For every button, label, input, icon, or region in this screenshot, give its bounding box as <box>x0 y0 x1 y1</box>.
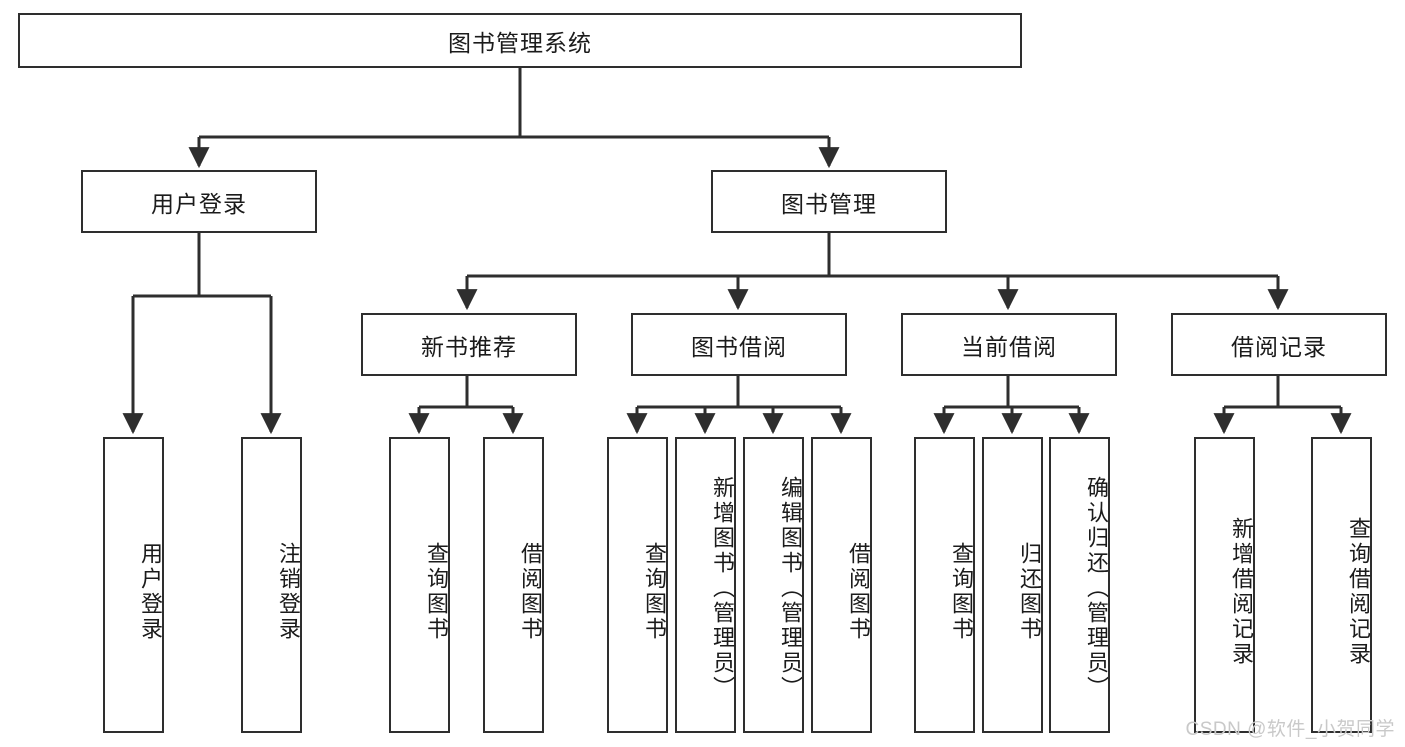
node-leaf-current-borrow-return[interactable]: 归还图书 <box>982 437 1043 733</box>
node-label: 注销登录 <box>276 542 301 642</box>
node-leaf-book-borrow-query[interactable]: 查询图书 <box>607 437 668 733</box>
node-leaf-new-book-borrow[interactable]: 借阅图书 <box>483 437 544 733</box>
node-label: 查询图书 <box>949 542 974 642</box>
node-label: 用户登录 <box>151 190 247 217</box>
node-book-management[interactable]: 图书管理 <box>711 170 947 233</box>
node-leaf-user-login-logout[interactable]: 注销登录 <box>241 437 302 733</box>
node-leaf-current-borrow-query[interactable]: 查询图书 <box>914 437 975 733</box>
node-label: 新增图书（管理员） <box>710 475 735 701</box>
node-user-login[interactable]: 用户登录 <box>81 170 317 233</box>
node-label: 图书管理系统 <box>448 29 592 56</box>
node-leaf-book-borrow-add[interactable]: 新增图书（管理员） <box>675 437 736 733</box>
node-label: 当前借阅 <box>961 333 1057 360</box>
node-label: 编辑图书（管理员） <box>778 475 803 701</box>
node-leaf-current-borrow-confirm[interactable]: 确认归还（管理员） <box>1049 437 1110 733</box>
node-label: 确认归还（管理员） <box>1084 475 1109 701</box>
node-label: 查询借阅记录 <box>1346 517 1371 667</box>
node-leaf-book-borrow-borrow[interactable]: 借阅图书 <box>811 437 872 733</box>
node-label: 借阅记录 <box>1231 333 1327 360</box>
node-label: 用户登录 <box>138 542 163 642</box>
node-label: 新书推荐 <box>421 333 517 360</box>
node-leaf-book-borrow-edit[interactable]: 编辑图书（管理员） <box>743 437 804 733</box>
node-label: 图书管理 <box>781 190 877 217</box>
node-label: 新增借阅记录 <box>1229 517 1254 667</box>
node-label: 借阅图书 <box>518 542 543 642</box>
node-current-borrow[interactable]: 当前借阅 <box>901 313 1117 376</box>
node-label: 归还图书 <box>1017 542 1042 642</box>
node-label: 借阅图书 <box>846 542 871 642</box>
node-new-book-recommend[interactable]: 新书推荐 <box>361 313 577 376</box>
node-label: 查询图书 <box>642 542 667 642</box>
node-leaf-new-book-query[interactable]: 查询图书 <box>389 437 450 733</box>
node-label: 图书借阅 <box>691 333 787 360</box>
watermark: CSDN @软件_小贺同学 <box>1185 719 1395 740</box>
node-leaf-borrow-record-query[interactable]: 查询借阅记录 <box>1311 437 1372 733</box>
node-book-borrow[interactable]: 图书借阅 <box>631 313 847 376</box>
node-leaf-borrow-record-add[interactable]: 新增借阅记录 <box>1194 437 1255 733</box>
node-borrow-record[interactable]: 借阅记录 <box>1171 313 1387 376</box>
node-root-book-management-system[interactable]: 图书管理系统 <box>18 13 1022 68</box>
node-label: 查询图书 <box>424 542 449 642</box>
node-leaf-user-login-login[interactable]: 用户登录 <box>103 437 164 733</box>
